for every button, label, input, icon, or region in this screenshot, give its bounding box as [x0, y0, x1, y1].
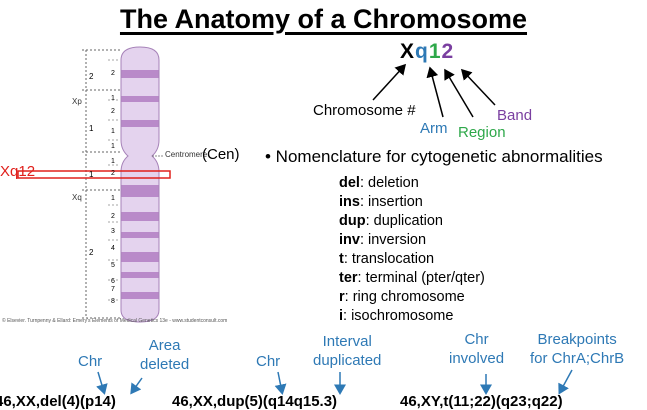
notation-band: 2 — [441, 40, 455, 63]
q-band: 4 — [111, 245, 115, 252]
notation-region: 1 — [428, 40, 442, 63]
arm-p-label: Xp — [72, 97, 82, 106]
example-duplication: 46,XX,dup(5)(q14q15.3) — [172, 393, 338, 410]
q-band: 3 — [111, 228, 115, 235]
q-band: 1 — [111, 195, 115, 202]
example-translocation: 46,XY,t(11;22)(q23;q22) — [400, 393, 563, 410]
q-band: 7 — [111, 286, 115, 293]
list-item: i: isochromosome — [339, 308, 454, 324]
centromere-label: Centromere — [165, 150, 208, 159]
label-arm: Arm — [420, 120, 448, 137]
list-item: dup: duplication — [339, 213, 443, 229]
p-region-1: 1 — [89, 124, 94, 133]
q-band: 2 — [111, 170, 115, 177]
p-band: 1 — [111, 95, 115, 102]
q-band: 5 — [111, 262, 115, 269]
notation-arrows — [372, 63, 496, 118]
label-band: Band — [497, 107, 533, 124]
q-region-1: 1 — [89, 170, 94, 179]
p-region-2: 2 — [89, 72, 94, 81]
p-band: 2 — [111, 108, 115, 115]
notation-arm: q — [415, 40, 429, 63]
arm-q-label: Xq — [72, 193, 82, 202]
q-band: 2 — [111, 213, 115, 220]
chromosome-ideogram — [17, 46, 171, 323]
xq12-highlight-box — [17, 170, 171, 179]
list-item: ter: terminal (pter/qter) — [339, 270, 485, 286]
annotation-chr-2: Chr — [256, 353, 281, 370]
q-band: 6 — [111, 278, 115, 285]
xq12-label: Xq12 — [0, 163, 36, 180]
q-region-2: 2 — [89, 248, 94, 257]
q-band: 1 — [111, 158, 115, 165]
list-item: t: translocation — [339, 251, 435, 267]
cen-label: (Cen) — [202, 146, 240, 163]
list-item: del: deletion — [339, 175, 419, 191]
list-item: ins: insertion — [339, 194, 423, 210]
notation-xq12: Xq12 — [400, 40, 454, 64]
annotation-chr-1: Chr — [78, 353, 103, 370]
list-item: r: ring chromosome — [339, 289, 465, 305]
nomenclature-list: del: deletion ins: insertion dup: duplic… — [339, 174, 485, 326]
p-band: 2 — [111, 70, 115, 77]
p-band: 1 — [111, 128, 115, 135]
nomenclature-heading: • Nomenclature for cytogenetic abnormali… — [265, 147, 603, 166]
annotation-arrows — [96, 369, 573, 395]
q-band: 8 — [111, 298, 115, 305]
label-chromosome: Chromosome # — [313, 102, 416, 119]
page-title: The Anatomy of a Chromosome — [119, 4, 528, 34]
notation-chr: X — [400, 40, 416, 63]
p-band: 1 — [111, 143, 115, 150]
list-item: inv: inversion — [339, 232, 427, 248]
example-deletion: 46,XX,del(4)(p14) — [0, 393, 116, 410]
credit-text: © Elsevier. Turnpenny & Ellard: Emery's … — [2, 318, 228, 324]
label-region: Region — [458, 124, 506, 141]
